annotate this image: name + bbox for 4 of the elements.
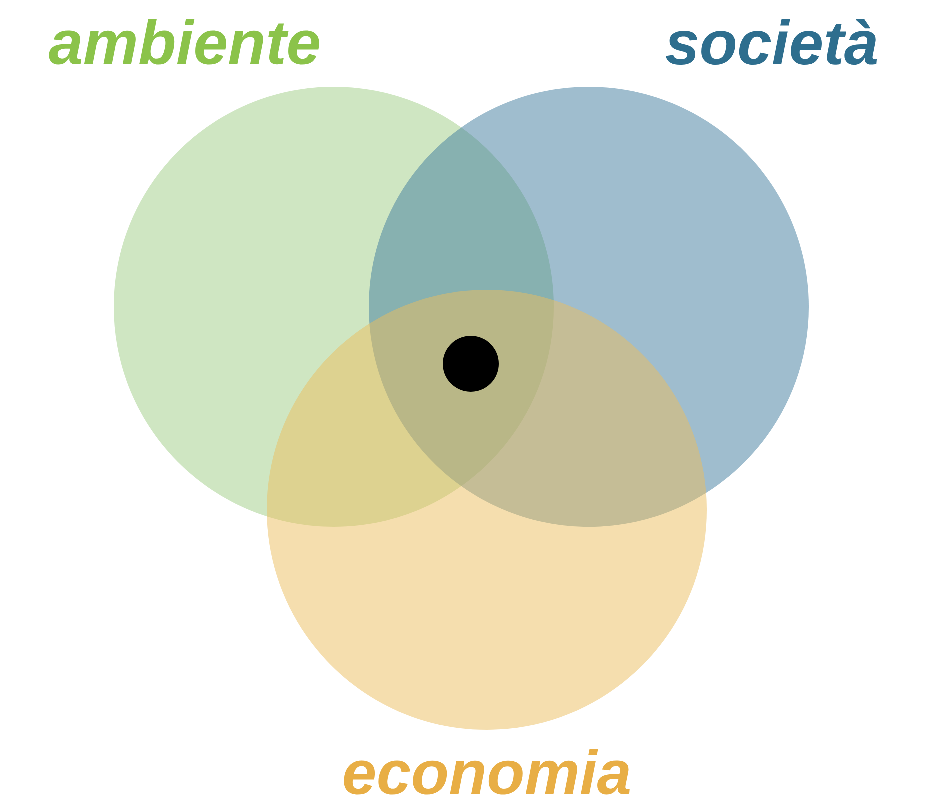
circle-label: economia xyxy=(344,749,630,795)
circle-label: società xyxy=(666,18,878,66)
dot xyxy=(443,336,499,392)
circle-label: ambiente xyxy=(49,19,320,65)
